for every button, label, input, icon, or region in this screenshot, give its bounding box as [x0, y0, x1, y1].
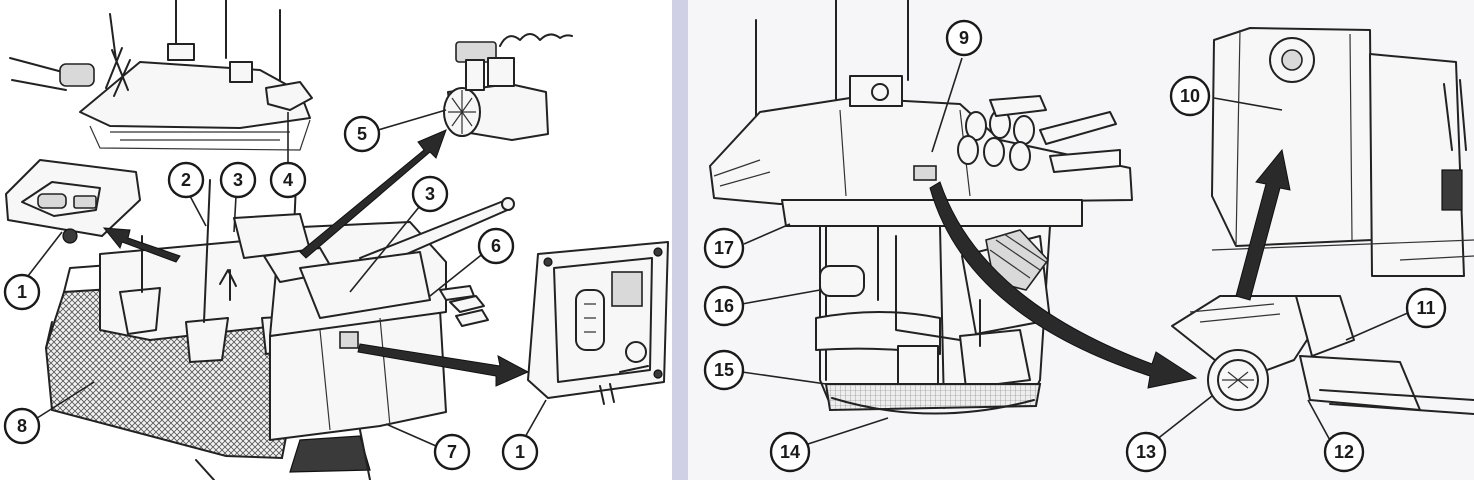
control-box-part: [527, 241, 669, 405]
periscope-detail: [443, 33, 573, 141]
svg-text:7: 7: [447, 442, 457, 462]
page-gutter: [672, 0, 690, 480]
arrow-to-compartment: [1235, 148, 1291, 301]
svg-text:3: 3: [425, 184, 435, 204]
turret-ring: [781, 199, 1083, 227]
arrow-to-cover-plate: [102, 227, 181, 263]
left-panel: [5, 0, 669, 480]
callout-12: 12: [1323, 431, 1365, 473]
callout-5: 5: [343, 115, 381, 153]
callout-3-upper: 3: [219, 161, 257, 199]
arrow-to-periscope: [299, 129, 447, 259]
callout-17: 17: [703, 227, 745, 269]
svg-text:4: 4: [283, 170, 293, 190]
callout-14: 14: [769, 431, 811, 473]
svg-text:15: 15: [714, 360, 734, 380]
svg-text:10: 10: [1180, 86, 1200, 106]
svg-text:5: 5: [357, 124, 367, 144]
callouts: 1 2 3 3 4 5 6 7 8 1 9 10 11 12 13 14 15 …: [3, 19, 1447, 473]
callout-7: 7: [433, 433, 471, 471]
svg-text:17: 17: [714, 238, 734, 258]
callout-3-lower: 3: [411, 175, 449, 213]
left-leader-lines: [27, 109, 547, 447]
svg-text:8: 8: [17, 416, 27, 436]
basket-floor: [824, 383, 1042, 412]
callout-15: 15: [703, 349, 745, 391]
callout-6: 6: [477, 227, 515, 265]
svg-text:3: 3: [233, 170, 243, 190]
svg-text:9: 9: [959, 28, 969, 48]
callout-13: 13: [1125, 431, 1167, 473]
svg-text:16: 16: [714, 296, 734, 316]
callout-4: 4: [269, 161, 307, 199]
arrow-to-blower: [929, 181, 1198, 389]
callout-9: 9: [945, 19, 983, 57]
callout-11: 11: [1405, 287, 1447, 329]
cover-plate-part: [5, 159, 141, 244]
svg-text:1: 1: [17, 282, 27, 302]
svg-text:14: 14: [780, 442, 800, 462]
sight-assembly: [219, 213, 431, 319]
arrow-to-control-box: [357, 343, 530, 387]
svg-text:1: 1: [515, 442, 525, 462]
callout-16: 16: [703, 285, 745, 327]
gun-barrels: [359, 197, 515, 327]
svg-text:2: 2: [181, 170, 191, 190]
right-leader-lines: [741, 57, 1411, 445]
right-panel: [709, 0, 1474, 445]
blower-assembly: [1171, 295, 1474, 415]
ammo-compartment-detail: [1211, 27, 1474, 277]
svg-text:13: 13: [1136, 442, 1156, 462]
callout-1-left: 1: [3, 273, 41, 311]
turret-overview-drawing: [9, 0, 313, 151]
callout-10: 10: [1169, 75, 1211, 117]
callout-8: 8: [3, 407, 41, 445]
svg-text:12: 12: [1334, 442, 1354, 462]
grenade-launcher-cluster: [957, 95, 1121, 173]
callout-1-right: 1: [501, 433, 539, 471]
svg-text:6: 6: [491, 236, 501, 256]
svg-text:11: 11: [1416, 298, 1435, 318]
turret-basket: [815, 225, 1051, 415]
callout-2: 2: [167, 161, 205, 199]
